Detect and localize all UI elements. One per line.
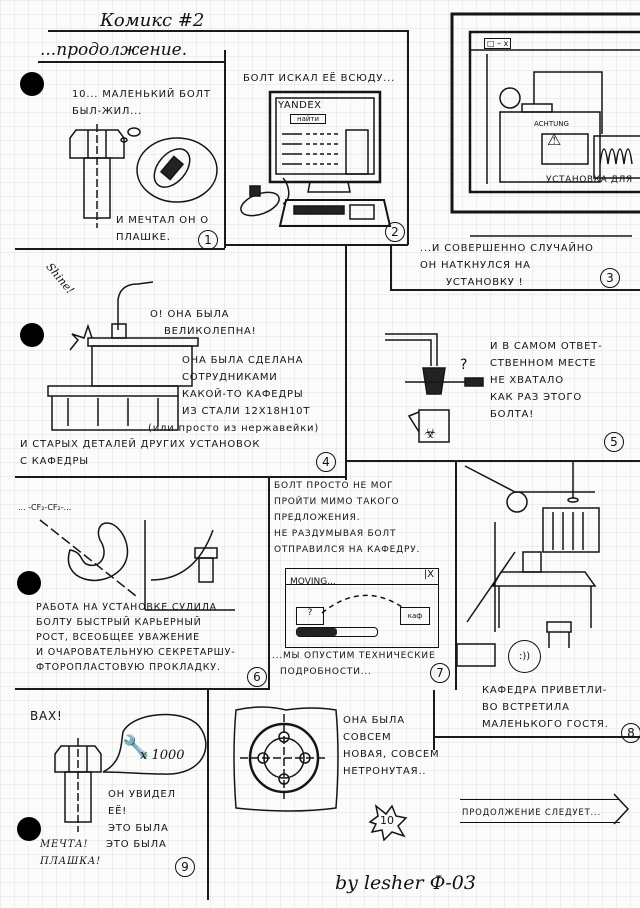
panel-border (224, 50, 226, 248)
panel-9-caption-2: Это была (106, 839, 167, 850)
panel-5-caption: И в самом ответ- ственном месте не хвата… (490, 341, 603, 420)
page-title: Комикс #2 (100, 10, 205, 31)
panel-border (207, 690, 209, 900)
ring-gasket-icon (39, 519, 137, 597)
panel-1-caption: 10... маленький болт был-жил... (72, 89, 211, 117)
panel-6-caption: Работа на установке сулила болту быстрый… (36, 602, 236, 673)
mouse-icon (240, 177, 290, 217)
wrench-icon: 🔧 (122, 735, 150, 760)
large-monitor-icon (450, 12, 640, 237)
panel-2-caption: Болт искал её всюду... (243, 73, 396, 84)
panel-border (15, 688, 270, 690)
panel-border (224, 244, 408, 246)
flying-bolt-arc (321, 594, 403, 614)
installation-apparatus-icon (47, 281, 199, 431)
lab-room-icon (456, 462, 600, 667)
target-folder-icon: каф (400, 607, 430, 625)
panel-border (407, 30, 409, 245)
career-growth-chart-icon (144, 520, 235, 611)
bolt-icon (54, 738, 102, 832)
panel-border (224, 30, 408, 32)
moving-dialog: MOVING... |X ? каф (285, 568, 439, 648)
binder-hole (20, 72, 44, 96)
panel-border (15, 248, 225, 250)
source-folder-icon: ? (296, 607, 324, 625)
binder-hole (20, 323, 44, 347)
biohazard-icon: ☣ (424, 426, 437, 442)
panel-10-caption: Она была совсем новая, совсем нетронутая… (343, 715, 440, 777)
installation-caption: Установка для (546, 175, 633, 185)
binder-hole (17, 817, 41, 841)
panel-number: 8 (621, 723, 640, 743)
pipe-valve-icon (385, 333, 484, 443)
author-signature: by lesher Ф-03 (335, 872, 476, 894)
panel-number: 9 (175, 857, 195, 877)
panel-border (433, 690, 435, 750)
times-thousand-label: x 1000 (140, 748, 185, 763)
thought-bubble-icon (120, 127, 218, 203)
panel-number: 1 (198, 230, 218, 250)
computer-monitor-icon (268, 90, 382, 193)
keyboard-icon (278, 199, 392, 227)
panel-border (268, 476, 270, 688)
panel-number: 3 (600, 268, 620, 288)
speech-bubble-icon (102, 713, 207, 775)
panel-border (390, 245, 392, 290)
search-button[interactable]: найти (290, 114, 327, 124)
panel-number: 10 (380, 814, 394, 827)
dialog-titlebar: MOVING... |X (286, 569, 438, 587)
panel-number: 4 (316, 452, 336, 472)
smiley-thought-bubble: :)) (508, 640, 542, 673)
dialog-close-button[interactable]: |X (423, 569, 434, 580)
progress-fill (297, 628, 337, 636)
panel-4-caption-bottom: и старых деталей других установок с кафе… (20, 439, 261, 467)
binder-hole (17, 571, 41, 595)
panel-number: 2 (385, 222, 405, 242)
search-engine-logo: YANDEX (278, 100, 322, 111)
die-plate-icon (233, 706, 339, 812)
panel-9-caption: Он увидел её! Это была (108, 789, 176, 834)
panel-7-caption: Болт просто не мог пройти мимо такого пр… (274, 481, 421, 555)
wah-exclamation: Вах! (30, 709, 63, 723)
panel-8-caption: Кафедра приветли- во встретила маленьког… (482, 685, 609, 730)
bolt-icon (69, 124, 125, 228)
panel-1-caption-bottom: и мечтал он о плашке. (116, 215, 209, 243)
continue-label: Продолжение следует... (462, 808, 602, 818)
panel-border (15, 476, 345, 478)
page-subtitle: ...продолжение. (40, 40, 188, 60)
dialog-title: MOVING... (290, 577, 336, 587)
panel-number: 6 (247, 667, 267, 687)
panel-border (345, 460, 640, 462)
panel-3-caption: ...и совершенно случайно он наткнулся на… (420, 243, 594, 288)
panel-border (345, 245, 347, 480)
question-mark: ? (460, 357, 468, 373)
window-controls[interactable]: □ – x (484, 38, 512, 49)
panel-4-caption: Она была сделана сотрудниками какой-то к… (182, 355, 311, 417)
panel-number: 7 (430, 663, 450, 683)
achtung-warning-label: ACHTUNG (534, 120, 569, 128)
warning-triangle-icon: ⚠ (547, 130, 562, 149)
panel-border (433, 736, 640, 738)
panel-4-aside: (или просто из нержавейки) (148, 423, 320, 434)
subtitle-underline (38, 61, 224, 63)
panel-number: 5 (604, 432, 624, 452)
panel-border (455, 462, 457, 690)
progress-bar (296, 627, 378, 637)
ptfe-formula: ... -CF₂-CF₂-... (18, 503, 72, 512)
panel-4-exclaim: О! Она была великолепна! (150, 309, 257, 337)
panel-border (390, 289, 640, 291)
panel-7-footnote: ...мы опустим технические подробности... (272, 651, 436, 677)
arrow-head-icon (613, 793, 630, 825)
continue-arrow[interactable]: Продолжение следует... (460, 793, 630, 825)
panel-9-dream: мечта! плашка! (40, 839, 101, 867)
burst-badge-icon (368, 804, 408, 842)
